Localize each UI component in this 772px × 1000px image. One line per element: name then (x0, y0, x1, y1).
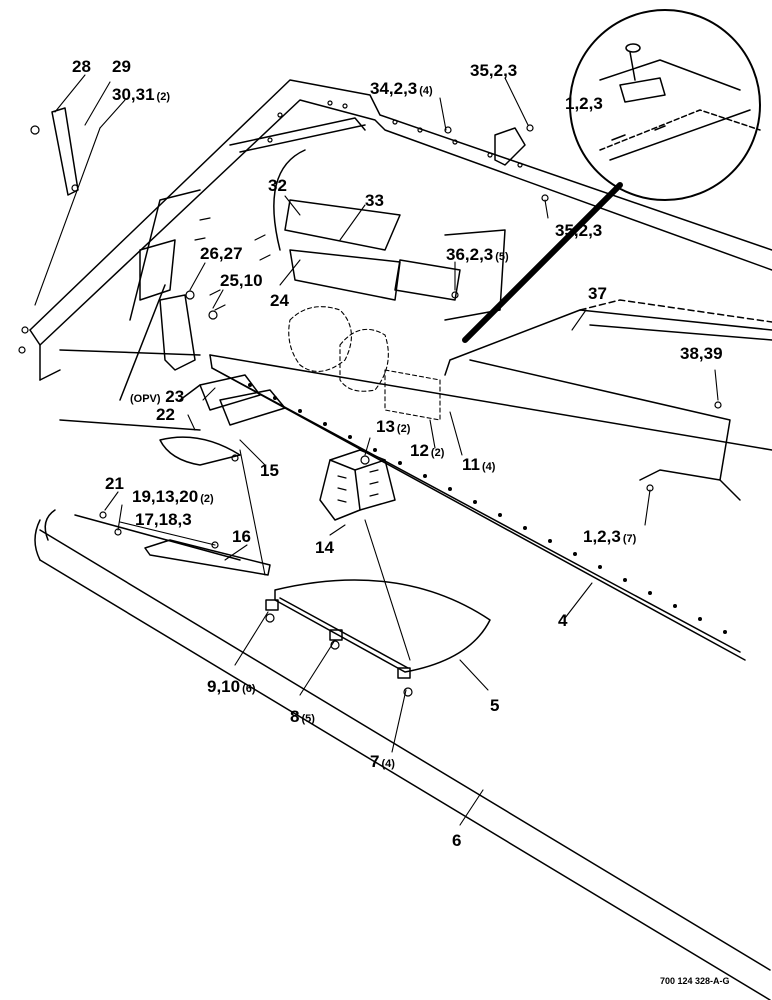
callout-17-18-3: 17,18,3 (135, 510, 192, 529)
callout-25-10: 25,10 (220, 271, 263, 290)
callout-24: 24 (270, 291, 289, 310)
callout-13: 13(2) (376, 417, 411, 436)
callout-26-27: 26,27 (200, 244, 243, 263)
callout-28: 28 (72, 57, 91, 76)
leader-lines (34, 74, 719, 826)
guards-23 (159, 374, 286, 466)
callout-30-31: 30,31(2) (112, 85, 170, 104)
skid-shoe-5 (265, 579, 491, 679)
callout-16: 16 (232, 527, 251, 546)
callout-36-2-3: 36,2,3(5) (446, 245, 509, 264)
callout-22: 22 (156, 405, 175, 424)
callout-15: 15 (260, 461, 279, 480)
callout-6: 6 (452, 831, 462, 850)
callout-37: 37 (588, 284, 607, 303)
cutterbar-4 (209, 354, 746, 661)
callout-4: 4 (558, 611, 568, 630)
header-frame (29, 79, 772, 501)
callout-5: 5 (490, 696, 500, 715)
callout-11: 11(4) (462, 455, 496, 474)
callout-33: 33 (365, 191, 384, 210)
bracket-26 (159, 294, 196, 371)
callout-19-13-20: 19,13,20(2) (132, 487, 214, 506)
callout-14: 14 (315, 538, 334, 557)
bracket-28 (51, 107, 79, 196)
callout-7: 7(4) (370, 752, 395, 771)
callout-34-2-3: 34,2,3(4) (370, 79, 433, 98)
callout-38-39: 38,39 (680, 344, 723, 363)
callout-21: 21 (105, 474, 124, 493)
callout-8: 8(5) (290, 707, 315, 726)
callout-29: 29 (112, 57, 131, 76)
callout-1-2-3-inset: 1,2,3 (565, 94, 603, 113)
figure-id: 700 124 328-A-G (660, 976, 730, 986)
callout-opv-23: (OPV) 23 (130, 387, 185, 406)
plate-16 (144, 539, 271, 576)
fasteners (18, 124, 722, 697)
callout-35-2-3-mid: 35,2,3 (555, 221, 603, 240)
callout-32: 32 (268, 176, 287, 195)
callout-35-2-3-top: 35,2,3 (470, 61, 518, 80)
callout-9-10: 9,10(6) (207, 677, 256, 696)
skid-bracket-14 (319, 449, 396, 521)
clip-35 (494, 127, 526, 166)
shield-6 (34, 509, 771, 1000)
callout-1-2-3-bottom: 1,2,3(7) (583, 527, 637, 546)
deflector-32-33 (273, 149, 461, 301)
callout-12: 12(2) (410, 441, 445, 460)
detail-inset (462, 9, 761, 343)
drive-cutaway (288, 306, 441, 421)
